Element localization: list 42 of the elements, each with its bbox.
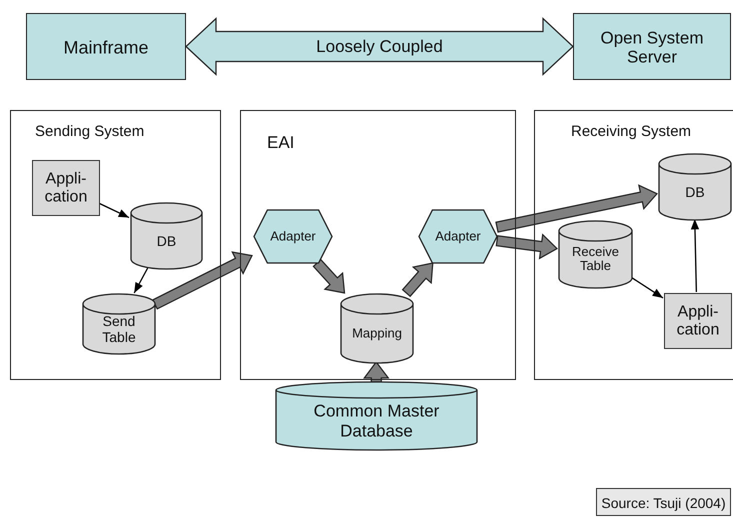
node-label: Open System Server xyxy=(600,28,704,68)
block-arrow xyxy=(496,233,558,260)
node-label: Send Table xyxy=(101,312,137,346)
arrow xyxy=(134,268,148,294)
system-panel xyxy=(10,110,221,380)
node-label: DB xyxy=(156,232,178,250)
node-label: Adapter xyxy=(269,229,317,244)
node-label: Appli- cation xyxy=(676,304,720,340)
database-cylinder xyxy=(658,154,732,220)
adapter-hexagon xyxy=(418,209,498,264)
node-label: Appli- cation xyxy=(44,170,88,208)
system-box xyxy=(573,13,731,80)
database-cylinder xyxy=(82,294,156,354)
block-arrow xyxy=(402,262,434,298)
block-arrow xyxy=(495,184,658,233)
adapter-hexagon xyxy=(253,209,333,264)
node-label: Source: Tsuji (2004) xyxy=(600,494,727,512)
database-cylinder xyxy=(130,203,203,269)
system-panel xyxy=(534,110,733,380)
node-label: Common Master Database xyxy=(312,401,440,441)
node-label: Mainframe xyxy=(62,37,150,58)
arrow xyxy=(632,277,664,298)
panel-title: Receiving System xyxy=(571,123,692,140)
block-arrow xyxy=(152,251,253,310)
node-label: Mapping xyxy=(351,326,403,341)
block-arrow xyxy=(363,361,390,383)
database-cylinder xyxy=(558,221,633,288)
database-cylinder xyxy=(275,382,478,450)
block-arrow xyxy=(312,258,346,294)
application-box xyxy=(664,293,732,349)
system-panel xyxy=(240,110,516,380)
arrow xyxy=(98,202,130,218)
node-label: Adapter xyxy=(434,229,482,244)
arrow xyxy=(690,218,700,292)
node-label: DB xyxy=(684,184,706,200)
source-box xyxy=(596,488,731,516)
database-cylinder xyxy=(340,294,414,363)
panel-title: Sending System xyxy=(35,123,144,140)
application-box xyxy=(32,160,100,216)
node-label: Receive Table xyxy=(571,244,620,274)
system-box xyxy=(26,13,186,80)
panel-title: EAI xyxy=(267,133,294,153)
